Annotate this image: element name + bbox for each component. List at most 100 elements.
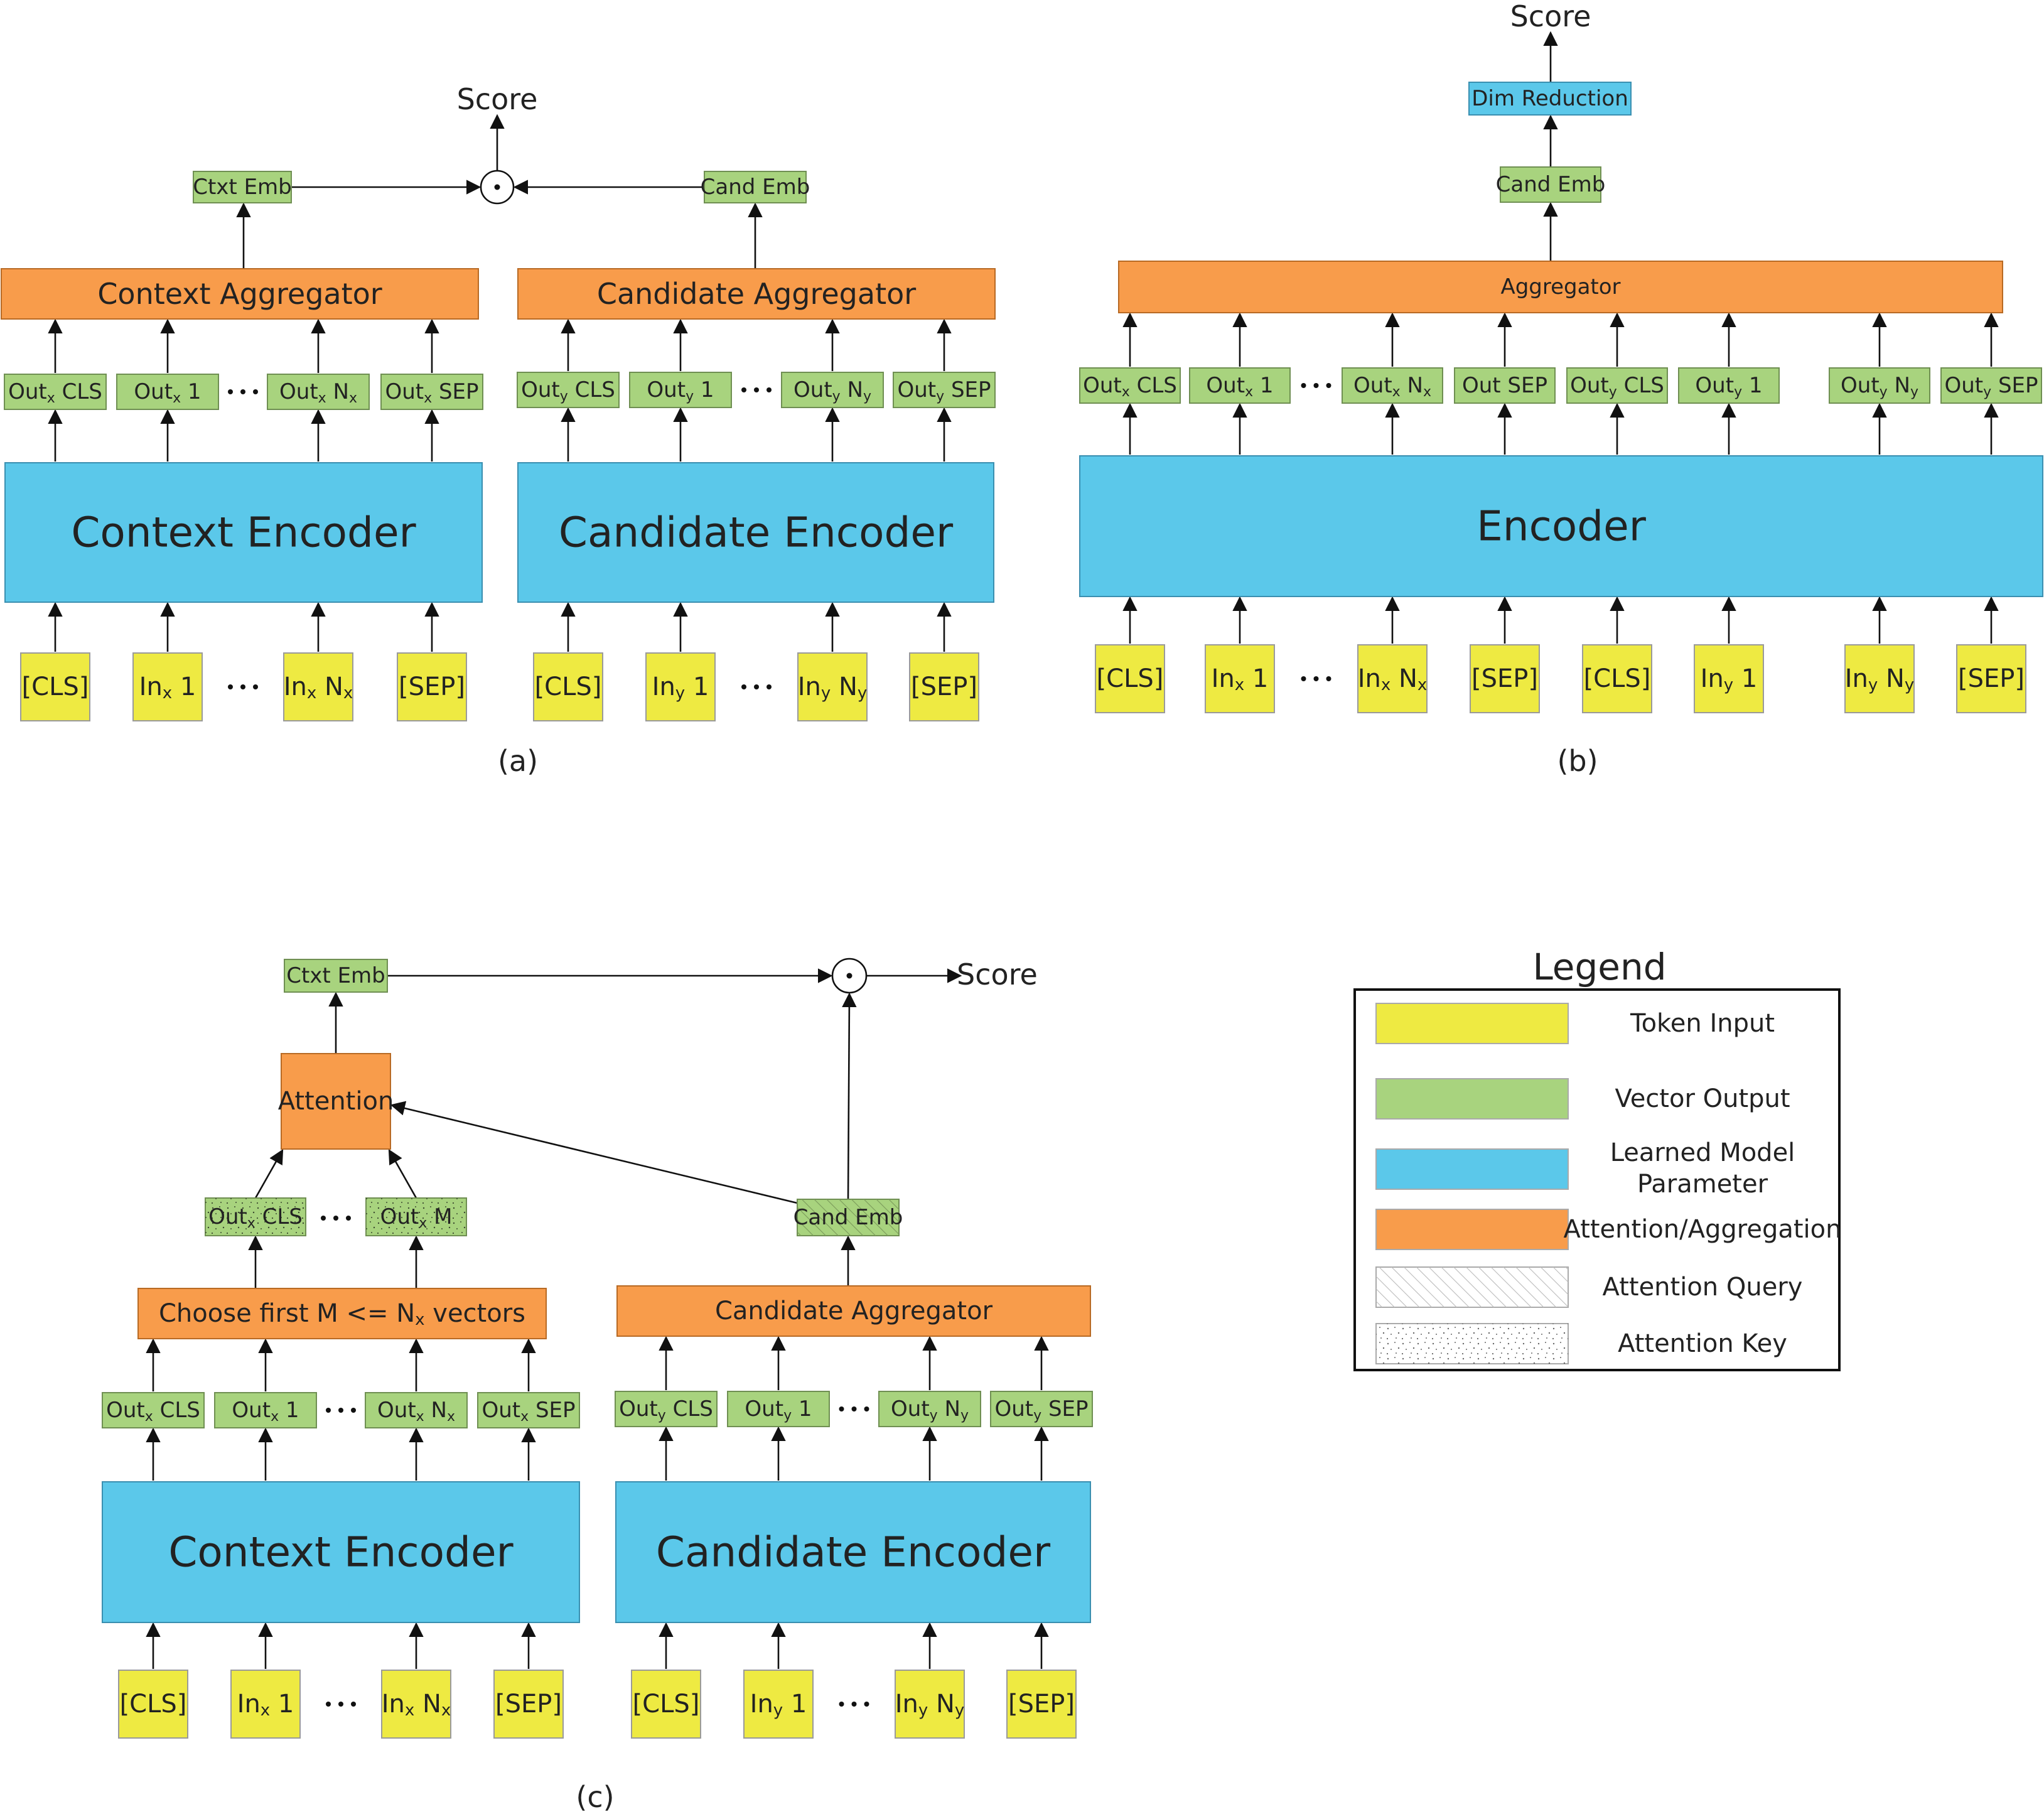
a-ctx-aggregator-label: Context Aggregator [97, 277, 382, 311]
c-cand-output-3 [990, 1391, 1093, 1427]
c-cand-output-ellipsis-dot-1 [851, 1406, 857, 1411]
b-input-2-label-tail: N [1390, 664, 1417, 693]
c-cand-input-0-label: [CLS] [633, 1690, 700, 1719]
a-cand-input-0 [533, 652, 603, 721]
c-ctx-output-1-label: Outx 1 [232, 1398, 299, 1425]
c-cand-input-3-label: [SEP] [1008, 1690, 1075, 1719]
c-ctxt-emb-label: Ctxt Emb [286, 963, 385, 988]
b-output-6-label-n-sub: y [1910, 384, 1918, 400]
a-ctx-output-0-label-main: Out [8, 379, 47, 404]
a-ctx-input-0 [20, 652, 90, 721]
a-ctx-input-1-label-tail: 1 [172, 672, 196, 701]
b-output-4-label-sub: y [1609, 384, 1617, 400]
c-cand-input-0 [631, 1670, 701, 1739]
b-input-7 [1956, 644, 2026, 713]
c-ctx-aggregator-label-pre: Choose first M <= N [159, 1299, 415, 1328]
c-cand-output-1 [727, 1391, 830, 1427]
c-ctx-encoder-label: Context Encoder [168, 1528, 514, 1577]
c-key-ellipsis-dot-0 [321, 1216, 326, 1221]
c-cand-input-1-label-sub: y [773, 1701, 783, 1720]
a-ctx-input-2-label-main: In [284, 672, 307, 701]
b-dim-reduction-label: Dim Reduction [1471, 86, 1628, 111]
c-arrow-query-attn [390, 1101, 798, 1204]
c-ctx-input-1-label-tail: 1 [270, 1690, 294, 1719]
a-ctx-input-2-label-tail: N [316, 672, 343, 701]
a-cand-input-1-label: Iny 1 [652, 672, 709, 703]
a-cand-encoder-label: Candidate Encoder [559, 509, 954, 557]
b-input-1-label: Inx 1 [1212, 664, 1269, 694]
a-ctx-input-2 [283, 652, 353, 721]
a-cand-output-0-label-main: Out [521, 377, 560, 402]
b-output-0 [1079, 367, 1181, 404]
b-output-6 [1829, 367, 1930, 404]
a-ctx-output-2-label-tail: N [326, 379, 349, 404]
panel-a-caption: (a) [498, 744, 538, 778]
a-ctx-input-0-label: [CLS] [22, 672, 89, 701]
c-arrow-key0-attn [254, 1148, 284, 1199]
c-cand-output-3-label-sub: y [1033, 1408, 1041, 1423]
a-cand-aggregator-label: Candidate Aggregator [597, 277, 916, 311]
c-ctx-input-1 [230, 1670, 301, 1739]
c-ctx-input-2-label-sub: x [405, 1701, 414, 1720]
b-score: Score [1510, 0, 1591, 33]
legend-box [1353, 988, 1841, 1371]
c-ctx-input-2-label-main: In [382, 1690, 405, 1719]
c-ctx-output-2-label-sub: x [416, 1409, 424, 1425]
b-cand-emb-label: Cand Emb [1496, 172, 1606, 197]
c-attn-key-texture-0 [205, 1198, 306, 1236]
c-cand-aggregator-label: Candidate Aggregator [715, 1297, 993, 1325]
panel-c-caption: (c) [576, 1780, 614, 1814]
a-ctx-output-1-label: Outx 1 [134, 379, 201, 406]
a-ctx-output-3-label: Outx SEP [385, 379, 478, 406]
b-output-5-label-sub: y [1734, 384, 1742, 400]
a-ctx-output-2-label-main: Out [279, 379, 318, 404]
b-input-ellipsis-dot-0 [1301, 676, 1306, 681]
a-score: Score [457, 82, 538, 116]
c-key-ellipsis-dot-1 [333, 1216, 338, 1221]
b-output-4-label: Outy CLS [1570, 373, 1664, 400]
legend-label-key: Attention Key [1618, 1329, 1787, 1358]
c-cand-input-ellipsis-dot-1 [851, 1702, 857, 1707]
a-ctx-output-1-label-tail: 1 [181, 379, 201, 404]
legend-swatch-aggregator [1375, 1209, 1569, 1250]
c-ctx-output-2 [365, 1392, 468, 1428]
b-output-2-label-tail: N [1401, 373, 1423, 398]
b-input-5-label-sub: y [1724, 676, 1733, 694]
b-output-0-label-main: Out [1083, 373, 1122, 398]
c-ctx-input-2-label-tail: N [414, 1690, 441, 1719]
a-ctx-output-1 [116, 374, 219, 410]
b-output-1-label-main: Out [1206, 373, 1245, 398]
b-output-6-label-sub: y [1880, 384, 1888, 400]
b-cand-emb [1500, 166, 1601, 203]
legend-title: Legend [1532, 946, 1666, 988]
c-ctx-output-0-label-sub: x [145, 1409, 153, 1425]
a-ctx-output-1-label-main: Out [134, 379, 173, 404]
c-cand-output-1-label: Outy 1 [745, 1396, 812, 1423]
c-ctx-input-1-label-sub: x [261, 1701, 270, 1720]
c-ctx-output-0-label-main: Out [106, 1398, 145, 1423]
b-encoder [1079, 455, 2043, 597]
b-input-5-label: Iny 1 [1701, 664, 1758, 694]
a-ctx-output-2-label: Outx Nx [279, 379, 357, 406]
a-cand-input-ellipsis-dot-0 [741, 684, 746, 689]
b-input-6-label-sub: y [1868, 676, 1878, 694]
a-cand-output-2-label-sub: y [832, 389, 841, 404]
b-output-4-label-main: Out [1570, 373, 1609, 398]
c-cand-input-0-label-main: [CLS] [633, 1690, 700, 1719]
a-cand-input-1-label-sub: y [675, 684, 685, 703]
a-cand-output-3-label-main: Out [897, 377, 936, 402]
c-cand-encoder [615, 1481, 1091, 1623]
b-input-5-label-tail: 1 [1733, 664, 1757, 693]
b-input-4-label: [CLS] [1584, 664, 1651, 693]
a-dot-product-center [494, 184, 500, 190]
b-input-3-label: [SEP] [1471, 664, 1538, 693]
c-ctx-output-3-label-tail: SEP [529, 1398, 575, 1423]
a-ctx-input-ellipsis-dot-1 [240, 684, 245, 689]
c-ctx-input-3-label-main: [SEP] [495, 1690, 562, 1719]
b-output-3-label-main: Out SEP [1462, 373, 1547, 398]
c-attn-key-0-label-sub: x [247, 1216, 255, 1231]
b-output-6-label: Outy Ny [1841, 373, 1918, 400]
a-cand-output-1-label-main: Out [647, 377, 686, 402]
a-cand-output-3-label-sub: y [936, 389, 944, 404]
a-cand-output-0 [517, 372, 620, 408]
